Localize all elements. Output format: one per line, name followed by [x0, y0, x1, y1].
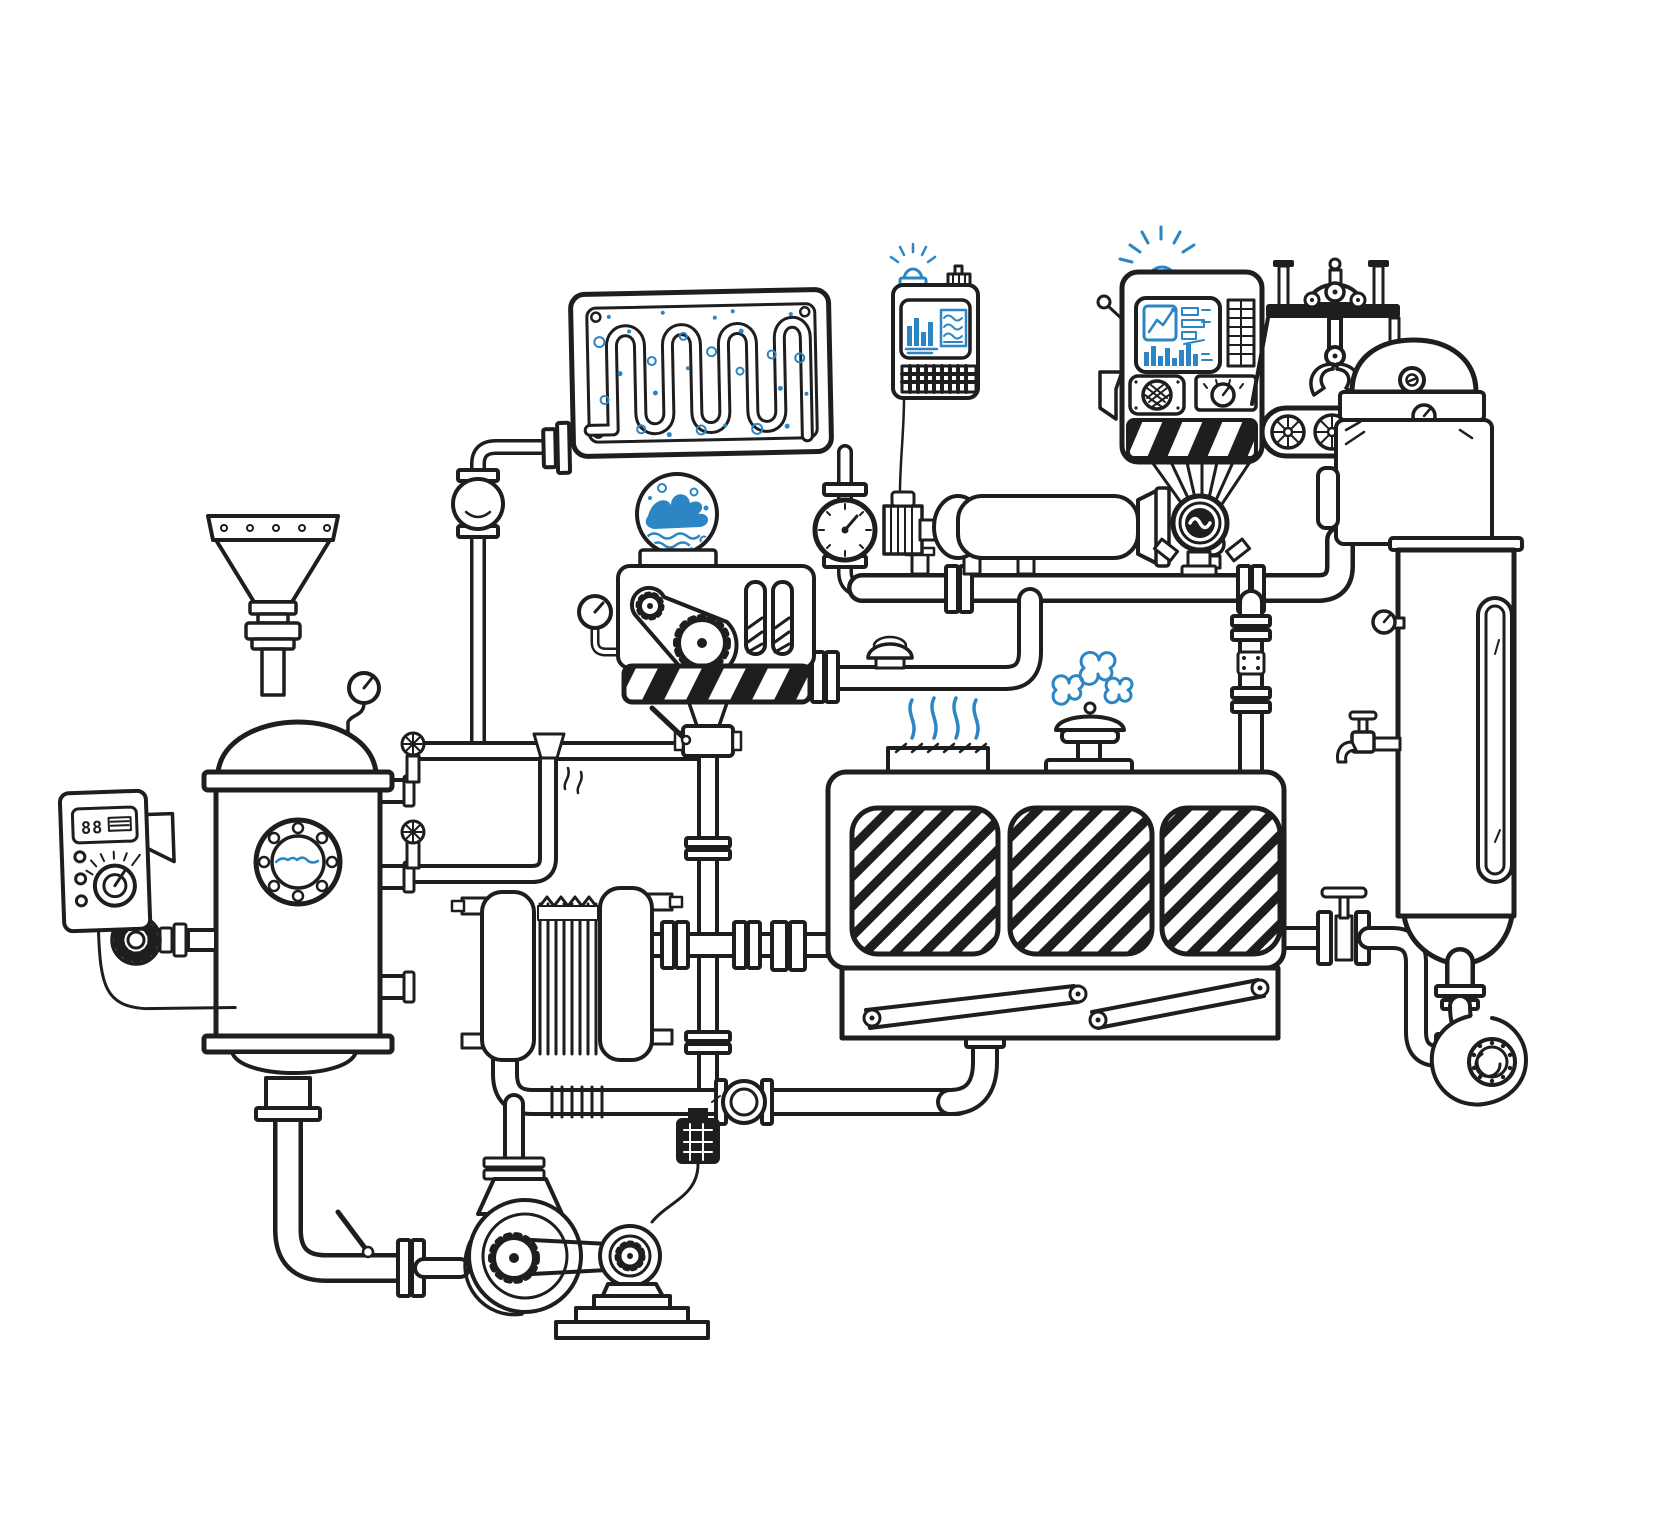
side-port — [1316, 466, 1340, 530]
junction-box — [650, 1095, 721, 1224]
hazard-stripe-band — [1126, 418, 1258, 460]
nozzle-valve — [400, 731, 426, 784]
volute-pump — [463, 1198, 583, 1317]
digital-display — [70, 805, 139, 845]
coolant-bubbles — [593, 309, 809, 438]
pump-assembly — [463, 1095, 721, 1340]
screen-bar-graph — [1144, 344, 1213, 366]
hazard-stripe-panel — [621, 663, 813, 705]
led-indicator — [73, 850, 87, 864]
conveyor-wheel — [1270, 414, 1306, 450]
display-value: 88 — [81, 818, 104, 839]
faucet-tap — [1336, 710, 1402, 764]
radiator-coil-panel — [541, 287, 834, 475]
keyboard — [900, 364, 978, 394]
sine-symbol — [1188, 516, 1212, 530]
serpentine-coil — [583, 315, 814, 443]
steam-puff — [1078, 650, 1117, 686]
steam-puff — [1051, 674, 1085, 706]
bell-dome — [1044, 650, 1134, 778]
controller-box: 88 — [57, 788, 237, 1011]
dial-knob — [1194, 374, 1258, 412]
led-indicator — [74, 894, 88, 908]
sine-motor — [1144, 456, 1260, 577]
screen-line-chart — [1142, 304, 1178, 342]
filter-column — [1316, 337, 1528, 1107]
unit-screen — [1134, 296, 1222, 374]
monitor-console — [889, 242, 980, 400]
linkage-tray — [839, 965, 1281, 1041]
gantry-claw — [1266, 257, 1400, 397]
claw-finger — [1309, 362, 1335, 397]
steam-puff — [1103, 676, 1134, 705]
side-bracket — [1098, 370, 1124, 421]
hatched-panel — [1007, 805, 1155, 957]
cylinder-tank — [882, 396, 1260, 577]
finned-motor — [882, 490, 940, 556]
hatched-panel — [849, 805, 1001, 957]
screen-bar-chart — [904, 318, 939, 355]
steam-chamber — [825, 650, 1287, 1041]
screen-indicators — [1181, 307, 1211, 345]
nozzle-valve — [400, 819, 426, 870]
porthole-window — [253, 817, 343, 907]
boiler-tank — [110, 719, 426, 1122]
mixer-machine — [577, 472, 816, 705]
pressure-clock-gauge — [812, 497, 878, 563]
chimney-tubes — [744, 580, 794, 656]
sight-glass — [1476, 596, 1514, 884]
machine-gauge — [577, 594, 625, 657]
plate-heat-exchanger — [450, 886, 684, 1062]
hopper-gauge — [346, 671, 381, 734]
hatched-panel — [1159, 805, 1283, 957]
heat-waves — [908, 696, 980, 740]
alarm-beacon — [889, 242, 937, 287]
rotary-knob — [85, 850, 141, 908]
led-indicator — [74, 872, 88, 886]
pipework — [273, 439, 1460, 1298]
screen-wave-panel — [939, 308, 968, 348]
water-line — [274, 856, 320, 864]
column-gauge — [1371, 609, 1406, 635]
spiral-volute — [1429, 1014, 1528, 1107]
speaker-grille — [1128, 374, 1186, 416]
vent-ledger-grid — [1226, 298, 1256, 368]
hopper-funnel — [206, 514, 381, 734]
gear-motor — [554, 1224, 710, 1340]
control-unit — [1096, 225, 1265, 465]
heat-vent — [886, 696, 990, 776]
